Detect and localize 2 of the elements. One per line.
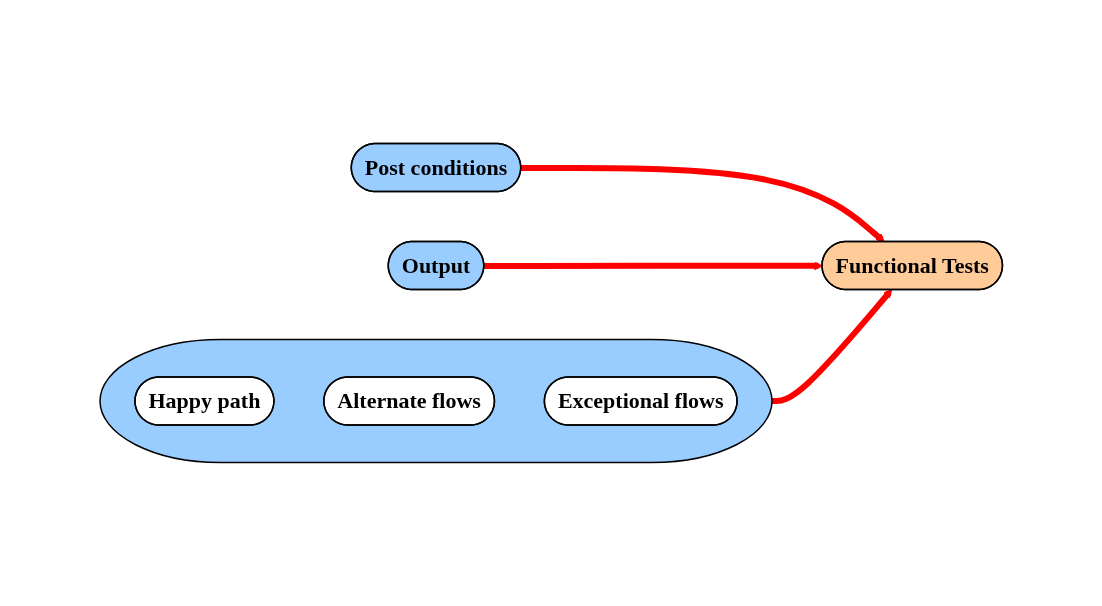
arrow [771,289,892,404]
arrow [520,164,885,243]
